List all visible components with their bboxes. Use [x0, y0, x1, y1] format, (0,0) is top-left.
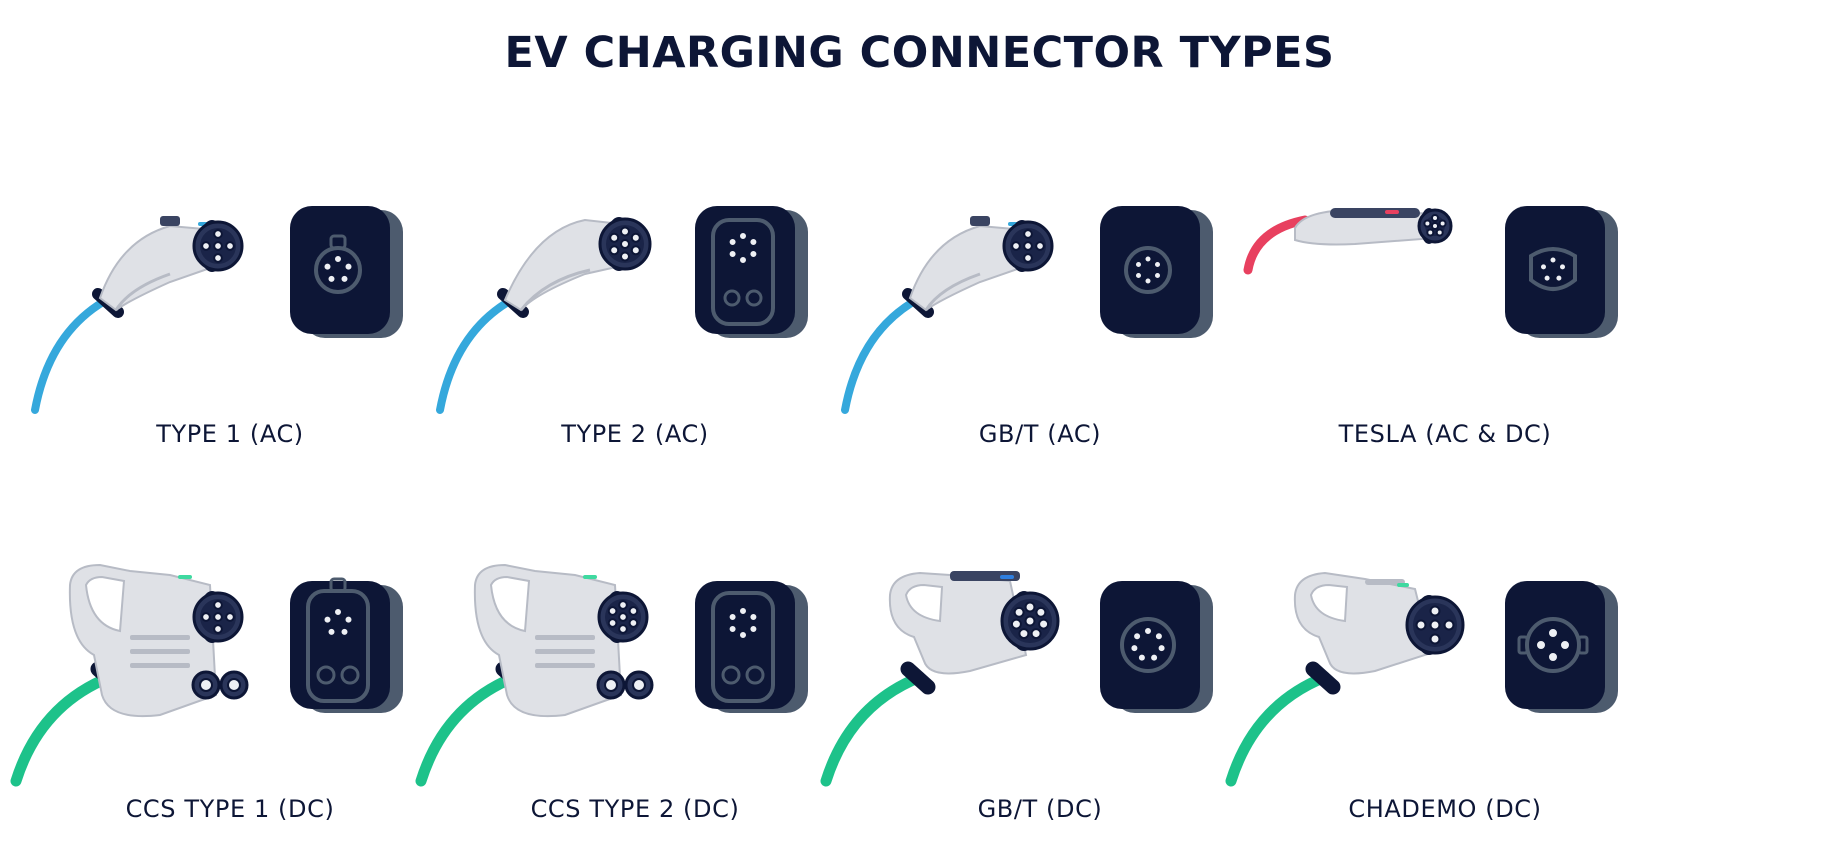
tesla-plug-icon: [1243, 206, 1618, 338]
type1-socket-icon: [290, 206, 403, 338]
connector-label: TYPE 2 (AC): [561, 420, 709, 448]
connector-card: TYPE 1 (AC): [20, 170, 440, 448]
connector-card: CCS TYPE 1 (DC): [10, 545, 440, 823]
ccs2-plug-icon: [415, 563, 808, 787]
type1-plug-icon: [31, 206, 403, 414]
connector-card: TYPE 2 (AC): [425, 170, 845, 448]
gbt-ac-socket-icon: [1100, 206, 1213, 338]
connector-card: GB/T (DC): [820, 545, 1250, 823]
connector-label: CCS TYPE 2 (DC): [530, 795, 740, 823]
gbt-ac-plug-icon: [841, 206, 1213, 414]
type2-socket-icon: [695, 206, 808, 338]
chademo-socket-icon: [1505, 581, 1618, 713]
gbt-dc-socket-icon: [1100, 581, 1213, 713]
ccs2-socket-icon: [695, 581, 808, 713]
connector-label: TESLA (AC & DC): [1338, 420, 1552, 448]
connector-label: CCS TYPE 1 (DC): [125, 795, 335, 823]
ccs1-socket-icon: [290, 577, 403, 713]
connector-card: CCS TYPE 2 (DC): [415, 545, 845, 823]
ccs1-plug-icon: [10, 563, 403, 787]
type2-plug-icon: [436, 206, 808, 414]
connector-card: GB/T (AC): [830, 170, 1250, 448]
connector-label: GB/T (AC): [978, 420, 1102, 448]
connector-card: TESLA (AC & DC): [1235, 170, 1655, 448]
tesla-socket-icon: [1505, 206, 1618, 338]
connector-label: TYPE 1 (AC): [156, 420, 304, 448]
connector-label: GB/T (DC): [977, 795, 1103, 823]
connector-label: CHADEMO (DC): [1348, 795, 1542, 823]
chademo-plug-icon: [1225, 571, 1618, 787]
gbt-dc-plug-icon: [820, 571, 1213, 787]
connector-card: CHADEMO (DC): [1225, 545, 1655, 823]
page-title: EV CHARGING CONNECTOR TYPES: [504, 28, 1335, 78]
